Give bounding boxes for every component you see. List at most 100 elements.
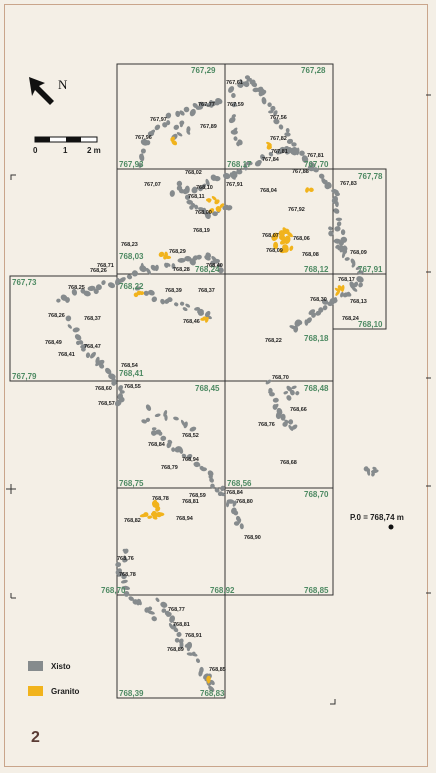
xisto-stone xyxy=(65,315,72,322)
xisto-stone xyxy=(334,192,340,197)
xisto-stone xyxy=(278,124,284,130)
point-elevation: 768,80 xyxy=(236,499,253,505)
xisto-stone xyxy=(183,106,190,113)
granito-stone xyxy=(150,512,159,518)
north-arrow xyxy=(29,77,54,105)
xisto-stone xyxy=(166,120,171,126)
scale-tick-1: 1 xyxy=(63,146,68,155)
xisto-stone xyxy=(273,110,278,116)
grid-elev: 768,41 xyxy=(119,369,144,378)
point-elevation: 768,55 xyxy=(124,384,141,390)
xisto-stone xyxy=(123,548,129,554)
point-elevation: 768,66 xyxy=(290,407,307,413)
xisto-stone xyxy=(370,469,379,474)
xisto-stone xyxy=(118,277,126,283)
xisto-stone xyxy=(158,431,163,436)
xisto-stone xyxy=(291,142,297,147)
point-elevation: 768,30 xyxy=(310,297,327,303)
xisto-stone xyxy=(220,485,225,492)
grid-elev: 768,24 xyxy=(195,265,220,274)
granito-stone xyxy=(273,241,279,250)
point-elevation: 767,81 xyxy=(271,149,288,155)
xisto-stone xyxy=(119,390,125,394)
point-elevation: 768,94 xyxy=(176,516,194,522)
xisto-stone xyxy=(198,669,203,677)
point-elevation: 768,08 xyxy=(302,252,319,258)
point-elevation: 768,89 xyxy=(167,647,184,653)
xisto-stone xyxy=(230,129,238,135)
xisto-stone xyxy=(176,132,183,137)
xisto-stone xyxy=(168,623,174,630)
xisto-stone xyxy=(154,413,161,418)
xisto-stone xyxy=(288,419,294,425)
point-elevation: 768,00 xyxy=(195,210,212,216)
xisto-stone xyxy=(123,591,130,597)
xisto-stone xyxy=(160,435,167,442)
xisto-stone xyxy=(209,477,214,483)
grid-elev: 768,70 xyxy=(101,586,126,595)
xisto-stone xyxy=(196,254,202,260)
xisto-stone xyxy=(184,194,191,200)
xisto-stone xyxy=(258,88,265,97)
xisto-stone xyxy=(233,136,238,141)
xisto-stone xyxy=(208,685,215,692)
granito-stone xyxy=(219,203,225,208)
xisto-stone xyxy=(296,319,303,326)
xisto-stone xyxy=(340,229,346,236)
xisto-stone xyxy=(145,140,151,146)
xisto-stone xyxy=(117,572,125,577)
xisto-stone xyxy=(67,324,72,329)
xisto-stone xyxy=(195,461,201,467)
xisto-stone xyxy=(321,299,329,305)
xisto-stone xyxy=(225,500,230,508)
xisto-stone xyxy=(147,610,155,615)
xisto-stone xyxy=(232,500,237,507)
granito-stone xyxy=(139,513,148,518)
xisto-stone xyxy=(135,286,141,291)
grid-elev: 767,73 xyxy=(12,278,37,287)
xisto-stone xyxy=(78,340,84,345)
granito-stone xyxy=(266,145,271,150)
xisto-stone xyxy=(212,211,218,217)
point-elevation: 768,47 xyxy=(84,344,101,350)
xisto-stone xyxy=(173,416,179,421)
xisto-stone xyxy=(332,297,337,303)
xisto-stone xyxy=(85,352,91,358)
xisto-stone xyxy=(245,161,253,166)
xisto-stone xyxy=(357,270,364,275)
xisto-stone xyxy=(202,207,207,215)
point-elevation: 768,26 xyxy=(48,313,65,319)
point-elevation: 768,07 xyxy=(262,233,279,239)
xisto-stone xyxy=(185,303,191,308)
point-elevation: 768,02 xyxy=(185,170,202,176)
grid-elev: 768,85 xyxy=(304,586,329,595)
legend-swatch-granito xyxy=(28,686,43,696)
point-elevation: 767,61 xyxy=(226,80,243,86)
excavation-grid xyxy=(9,63,387,699)
xisto-stone xyxy=(141,419,147,424)
xisto-stones xyxy=(56,75,379,692)
point-elevation: 767,59 xyxy=(227,102,244,108)
xisto-stone xyxy=(189,108,196,117)
xisto-stone xyxy=(312,167,319,173)
xisto-stone xyxy=(128,596,134,601)
xisto-stone xyxy=(178,446,184,454)
xisto-stone xyxy=(212,258,220,264)
grid-elev: 768,03 xyxy=(119,252,144,261)
xisto-stone xyxy=(270,105,276,112)
point-elevation: 768,04 xyxy=(260,188,278,194)
xisto-stone xyxy=(236,168,243,175)
xisto-stone xyxy=(268,151,274,157)
point-elevation: 767,83 xyxy=(340,181,357,187)
xisto-stone xyxy=(358,282,363,288)
point-elevation: 768,57 xyxy=(98,401,115,407)
xisto-stone xyxy=(344,257,350,261)
point-elevation: 767,96 xyxy=(135,135,152,141)
granito-stone xyxy=(305,187,310,193)
point-elevation: 768,23 xyxy=(121,242,138,248)
xisto-stone xyxy=(310,162,316,167)
legend-swatch-xisto xyxy=(28,661,43,671)
point-elevation: 768,24 xyxy=(342,316,360,322)
xisto-stone xyxy=(275,411,282,420)
xisto-stone xyxy=(324,183,331,190)
